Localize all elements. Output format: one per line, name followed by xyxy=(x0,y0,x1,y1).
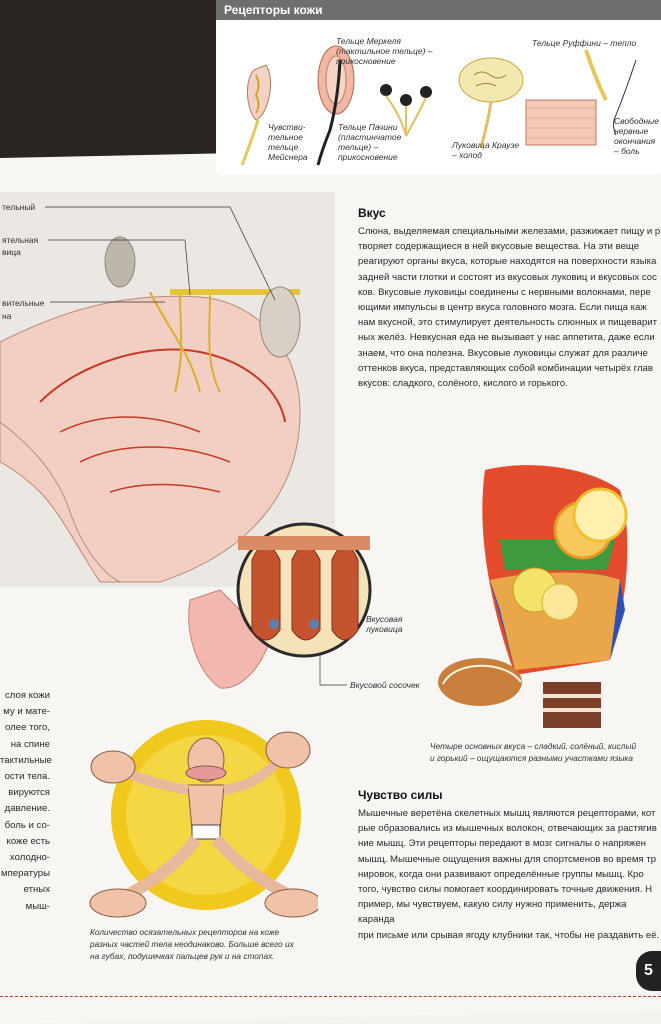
nose-label-2: ятельная xyxy=(2,235,39,245)
nose-label-3: вительные xyxy=(2,298,45,308)
taste-line: реагируют органы вкуса, которые находятс… xyxy=(358,256,657,268)
skin-receptors-title: Рецепторы кожи xyxy=(216,0,661,20)
tongue-caption: Четыре основных вкуса – сладкий, солёный… xyxy=(430,740,661,764)
nose-label-3b: на xyxy=(2,311,12,321)
strength-line: нировок, когда они развивают определённы… xyxy=(358,868,644,880)
strength-line: Мышечные веретёна скелетных мышц являютс… xyxy=(358,808,656,819)
homunculus-caption-line: разных частей тела неодинаково. Больше в… xyxy=(90,939,294,949)
taste-line: ющими импульсы в центр вкуса головного м… xyxy=(358,302,647,314)
merkel-label: Тельце Меркеля (тактильное тельце) – при… xyxy=(336,36,433,66)
taste-bud-label: Вкусовая луковица xyxy=(366,614,426,634)
nose-label-1: тельный xyxy=(2,202,36,212)
skin-receptors-illustration xyxy=(240,45,637,166)
taste-bud-label-text: Вкусовая луковица xyxy=(366,614,403,634)
left-line: на спине xyxy=(10,738,50,750)
taste-line: творяет содержащиеся в ней вкусовые веще… xyxy=(358,241,640,253)
strength-heading: Чувство силы xyxy=(358,788,443,802)
papilla-label: Вкусовой сосочек xyxy=(350,680,420,690)
strength-line: того, чувство силы помогает координирова… xyxy=(358,884,653,896)
taste-bud-illustration xyxy=(188,522,372,689)
strength-line: пример, мы чувствуем, какую силу нужно п… xyxy=(358,899,627,926)
left-line: ости тела. xyxy=(4,771,50,783)
taste-line: Слюна, выделяемая специальными железами,… xyxy=(358,226,661,237)
tongue-caption-line: и горький – ощущаются разными участками … xyxy=(430,753,633,763)
pacini-label: Тельце Пачини (пластинчатое тельце) – пр… xyxy=(338,122,402,162)
krause-label: Луковица Краузе – холод xyxy=(452,140,520,160)
taste-line: знаем, что она полезна. Вкусовые луковиц… xyxy=(358,347,648,359)
left-column-text: слоя кожи му и мате- олее того, на спине… xyxy=(0,688,52,915)
taste-line: ных желёз. Невкусная еда не вызывает у н… xyxy=(358,332,655,344)
left-line: вируются xyxy=(8,787,50,799)
left-line: слоя кожи xyxy=(4,690,50,701)
left-line: холодно- xyxy=(9,852,50,864)
strength-paragraph: Мышечные веретёна скелетных мышц являютс… xyxy=(358,806,661,943)
ruffini-label: Тельце Руффини – тепло xyxy=(532,38,637,48)
left-line: тактильные xyxy=(0,754,52,766)
taste-paragraph: Слюна, выделяемая специальными железами,… xyxy=(358,224,661,391)
tongue-taste-zones-illustration xyxy=(438,465,628,728)
taste-line: нам вкусной, это стимулирует деятельност… xyxy=(358,317,658,329)
skin-receptors-panel xyxy=(216,0,661,175)
nose-label-2b: вица xyxy=(2,247,21,257)
taste-line: вкусов: сладкого, солёного, кислого и го… xyxy=(358,378,568,390)
left-line: коже есть xyxy=(6,835,50,847)
taste-heading: Вкус xyxy=(358,206,386,220)
homunculus-caption-line: Количество осязательных рецепторов на ко… xyxy=(90,927,280,937)
left-line: му и мате- xyxy=(3,706,50,718)
left-line: етных мыш- xyxy=(23,884,50,912)
left-line: боль и со- xyxy=(4,819,50,831)
meissner-label: Чувстви- тельное тельце Мейснера xyxy=(268,122,308,162)
taste-line: ков. Вкусовые луковицы соединены с нервн… xyxy=(358,286,651,298)
strength-line: при письме или срывая ягоду клубники так… xyxy=(358,929,660,941)
dashed-footer-line xyxy=(0,996,661,997)
left-line: мпературы xyxy=(0,868,50,880)
left-line: давление. xyxy=(4,803,50,815)
homunculus-caption: Количество осязательных рецепторов на ко… xyxy=(90,926,340,962)
tongue-caption-line: Четыре основных вкуса – сладкий, солёный… xyxy=(430,741,637,751)
strength-line: мышц. Мышечные ощущения важны для спортс… xyxy=(358,853,657,865)
strength-line: рые образовались из мышечных волокон, от… xyxy=(358,823,657,835)
strength-line: ние мышц. Эти рецепторы передают в мозг … xyxy=(358,838,646,850)
homunculus-caption-line: на губах, подушечках пальцев рук и на ст… xyxy=(90,951,275,961)
left-line: олее того, xyxy=(5,722,50,734)
taste-line: оттенков вкуса, представляющих собой ком… xyxy=(358,362,653,374)
page-number: 5 xyxy=(636,951,661,991)
free-endings-label: Свободные нервные окончания – боль xyxy=(614,116,659,156)
taste-line: задней части глотки и состоят из вкусовы… xyxy=(358,271,657,283)
sensory-homunculus-illustration xyxy=(89,720,318,918)
